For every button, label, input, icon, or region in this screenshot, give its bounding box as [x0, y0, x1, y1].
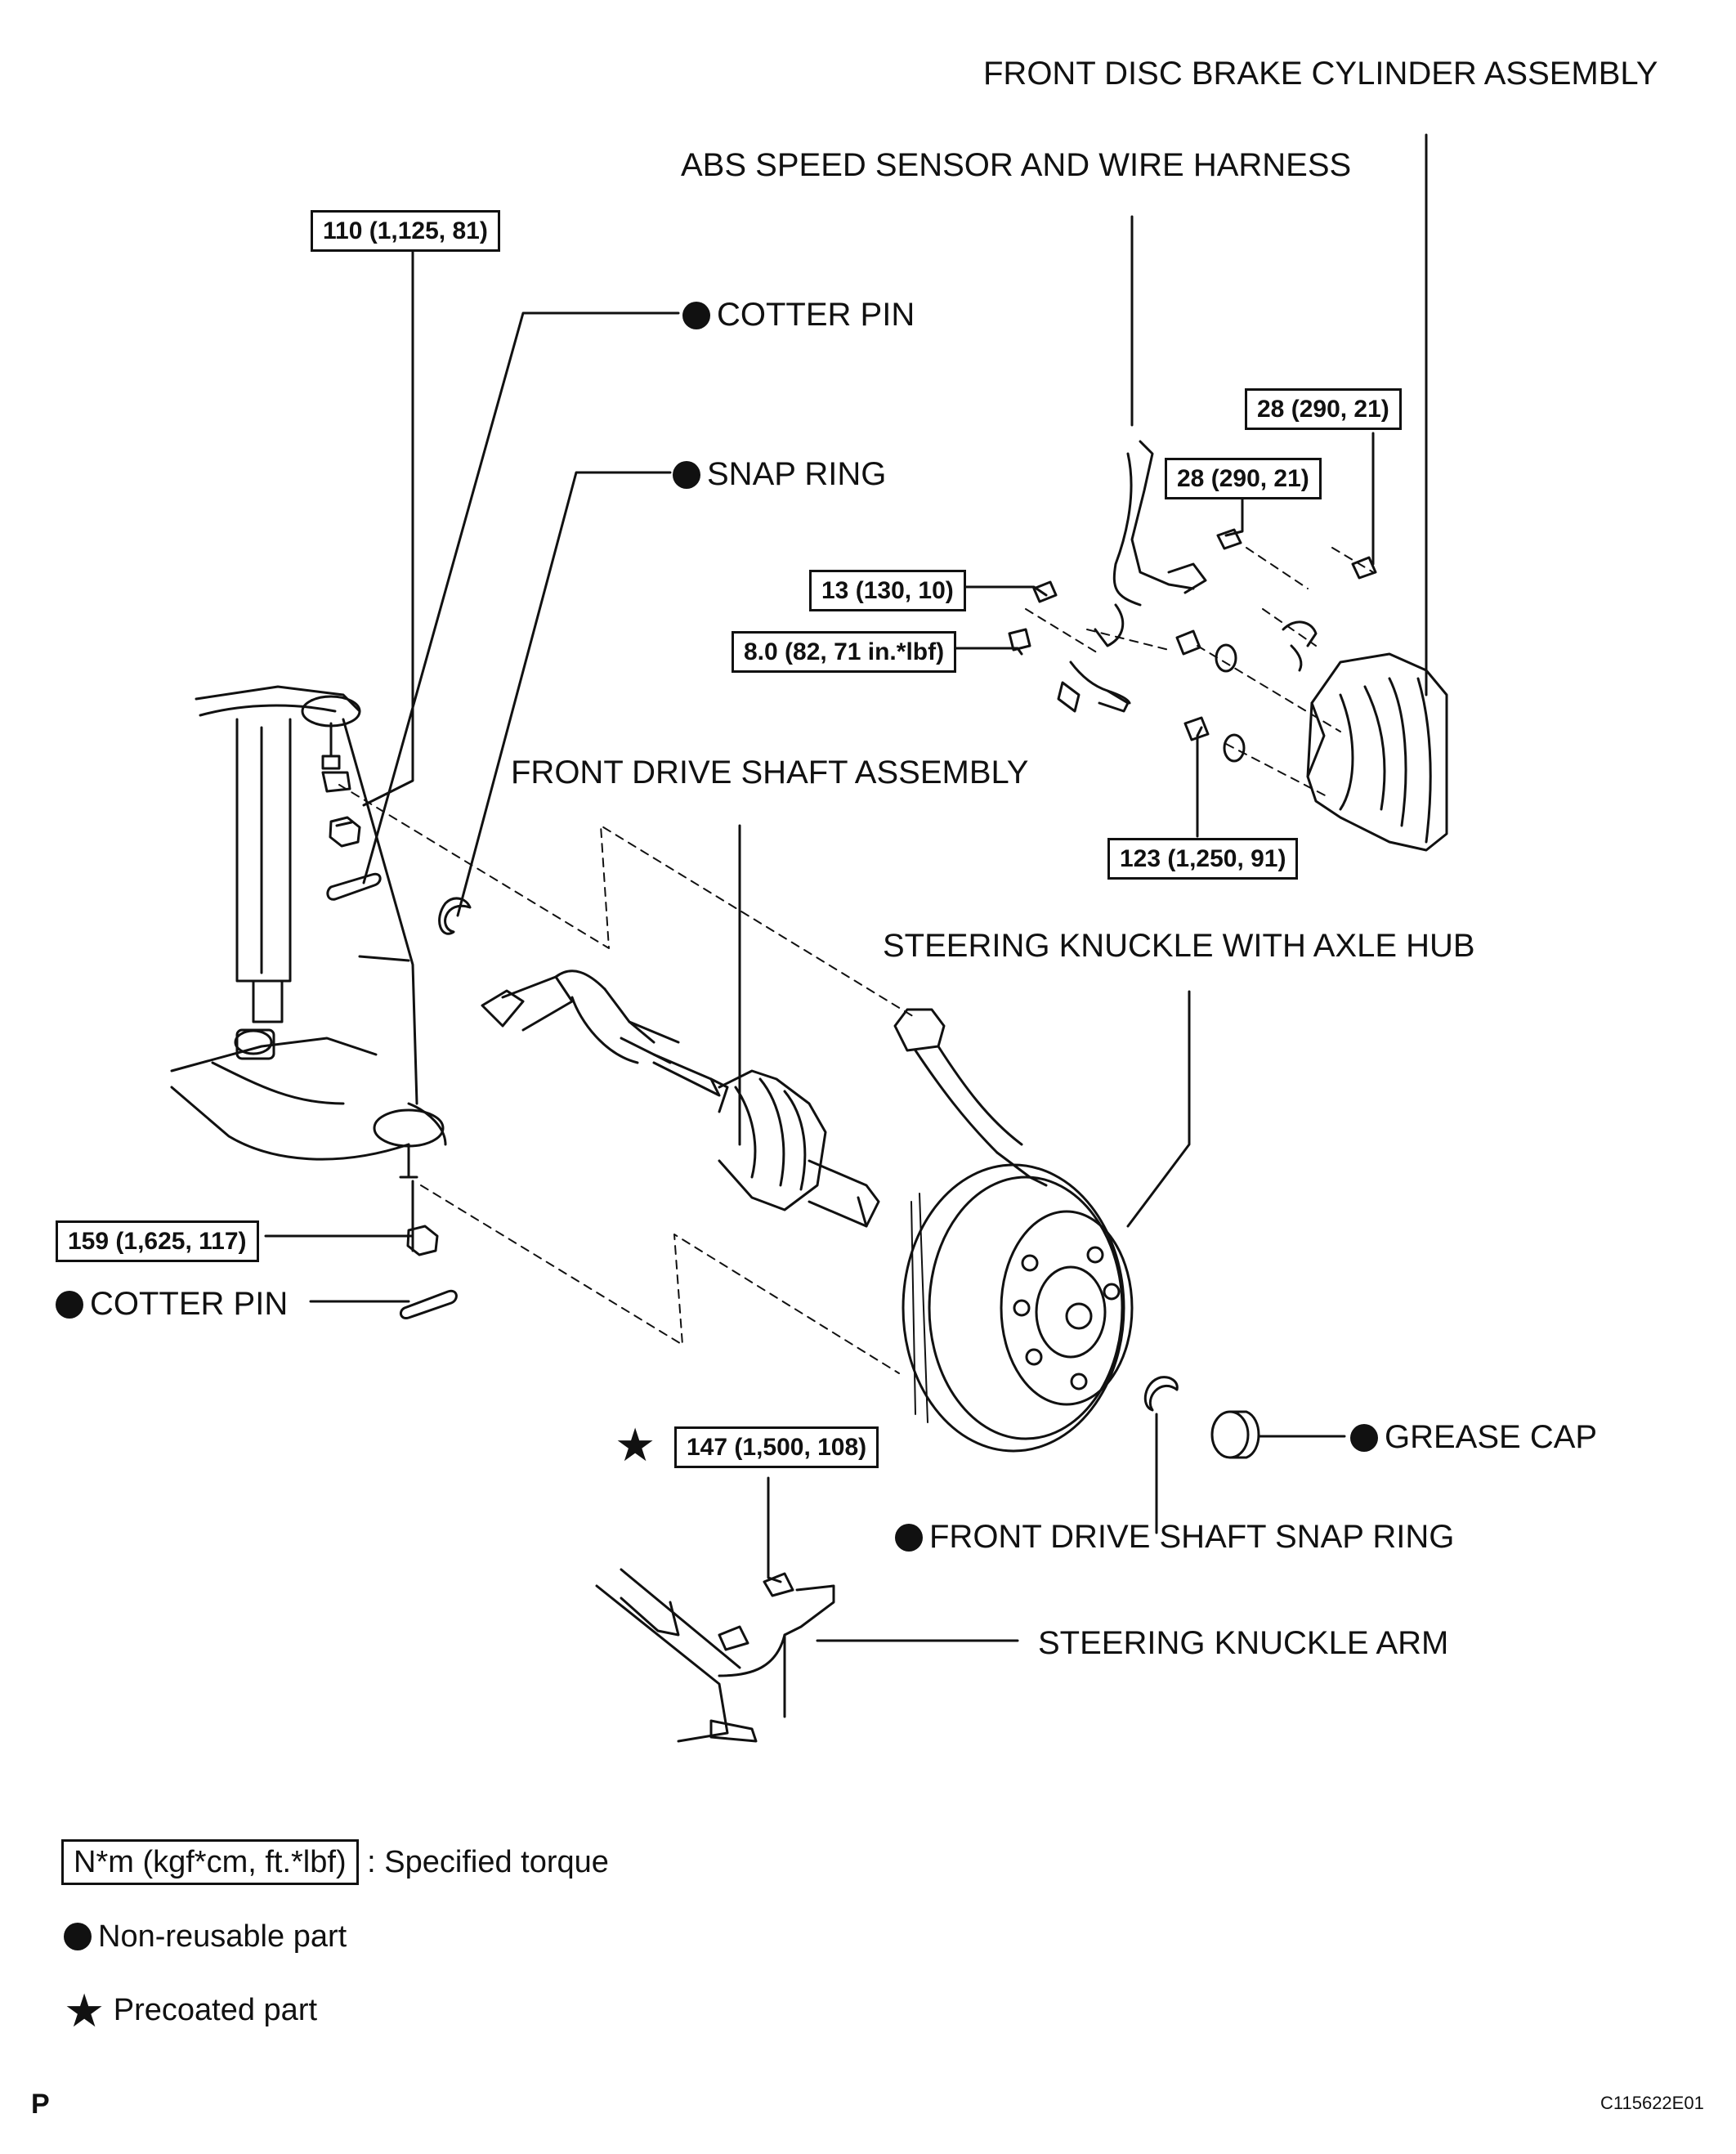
- non-reusable-dot-icon: [56, 1291, 83, 1319]
- non-reusable-dot-icon: [1350, 1424, 1378, 1452]
- grease-cap-text: GREASE CAP: [1385, 1419, 1598, 1455]
- legend-torque-desc: : Specified torque: [367, 1845, 609, 1879]
- label-front-drive-shaft: FRONT DRIVE SHAFT ASSEMBLY: [511, 755, 1029, 790]
- page-mark: P: [31, 2089, 50, 2120]
- torque-lower-ball-joint: 159 (1,625, 117): [56, 1220, 259, 1262]
- cotter-pin-upper-text: COTTER PIN: [717, 297, 915, 333]
- legend-torque: N*m (kgf*cm, ft.*lbf) : Specified torque: [61, 1839, 609, 1885]
- torque-upper-ball-joint: 110 (1,125, 81): [311, 210, 500, 252]
- steering-knuckle-arm-icon: [595, 1568, 835, 1743]
- non-reusable-dot-icon: [64, 1923, 92, 1950]
- steering-knuckle-hub-icon: [893, 1008, 1134, 1453]
- bolts-and-washers: [1008, 528, 1377, 763]
- nut-upper-icon: [329, 816, 361, 848]
- label-steering-knuckle-arm: STEERING KNUCKLE ARM: [1038, 1625, 1449, 1661]
- abs-speed-sensor-icon: [1057, 440, 1207, 713]
- snap-ring-text: SNAP RING: [707, 456, 887, 492]
- label-cotter-pin-upper: COTTER PIN: [682, 298, 915, 331]
- torque-sensor-bracket: 28 (290, 21): [1165, 458, 1322, 499]
- label-grease-cap: GREASE CAP: [1350, 1421, 1597, 1453]
- cotter-pin-upper-icon: [326, 872, 382, 901]
- drive-shaft-icon: [481, 970, 880, 1228]
- label-front-disc-brake-cylinder: FRONT DISC BRAKE CYLINDER ASSEMBLY: [983, 56, 1658, 92]
- front-snap-ring-icon: [1143, 1376, 1179, 1412]
- legend-torque-box: N*m (kgf*cm, ft.*lbf): [61, 1839, 359, 1885]
- brake-caliper-icon: [1306, 652, 1448, 852]
- torque-knuckle-arm: 147 (1,500, 108): [674, 1426, 879, 1468]
- legend-precoated-text: Precoated part: [113, 1993, 318, 2027]
- figure-id: C115622E01: [1600, 2093, 1704, 2113]
- non-reusable-dot-icon: [682, 302, 710, 329]
- label-snap-ring: SNAP RING: [673, 458, 886, 490]
- label-front-drive-shaft-snap-ring: FRONT DRIVE SHAFT SNAP RING: [895, 1520, 1454, 1553]
- nut-lower-icon: [406, 1225, 439, 1256]
- non-reusable-dot-icon: [895, 1524, 923, 1552]
- label-cotter-pin-lower: COTTER PIN: [56, 1287, 288, 1320]
- suspension-frame: [170, 685, 447, 1179]
- front-drive-shaft-snap-ring-text: FRONT DRIVE SHAFT SNAP RING: [929, 1519, 1455, 1555]
- cotter-pin-lower-text: COTTER PIN: [90, 1286, 289, 1322]
- precoated-star-icon: ★: [64, 1985, 105, 2036]
- torque-sensor-bolt: 8.0 (82, 71 in.*lbf): [732, 631, 957, 673]
- label-abs-speed-sensor: ABS SPEED SENSOR AND WIRE HARNESS: [681, 147, 1352, 183]
- legend-precoated: ★ Precoated part: [64, 1988, 317, 2034]
- precoated-star-icon: ★: [615, 1419, 656, 1471]
- leader-lines: [264, 133, 1428, 1642]
- torque-sensor-clamp: 13 (130, 10): [809, 570, 966, 611]
- non-reusable-dot-icon: [673, 461, 700, 489]
- torque-caliper-mount: 123 (1,250, 91): [1107, 838, 1299, 880]
- legend-non-reusable-text: Non-reusable part: [98, 1919, 347, 1954]
- torque-caliper-bracket-top: 28 (290, 21): [1245, 388, 1402, 430]
- cotter-pin-lower-icon: [399, 1289, 458, 1319]
- label-steering-knuckle-axle-hub: STEERING KNUCKLE WITH AXLE HUB: [883, 928, 1475, 964]
- legend-non-reusable: Non-reusable part: [64, 1921, 347, 1952]
- snap-ring-upper-icon: [438, 897, 472, 935]
- grease-cap-icon: [1210, 1410, 1260, 1459]
